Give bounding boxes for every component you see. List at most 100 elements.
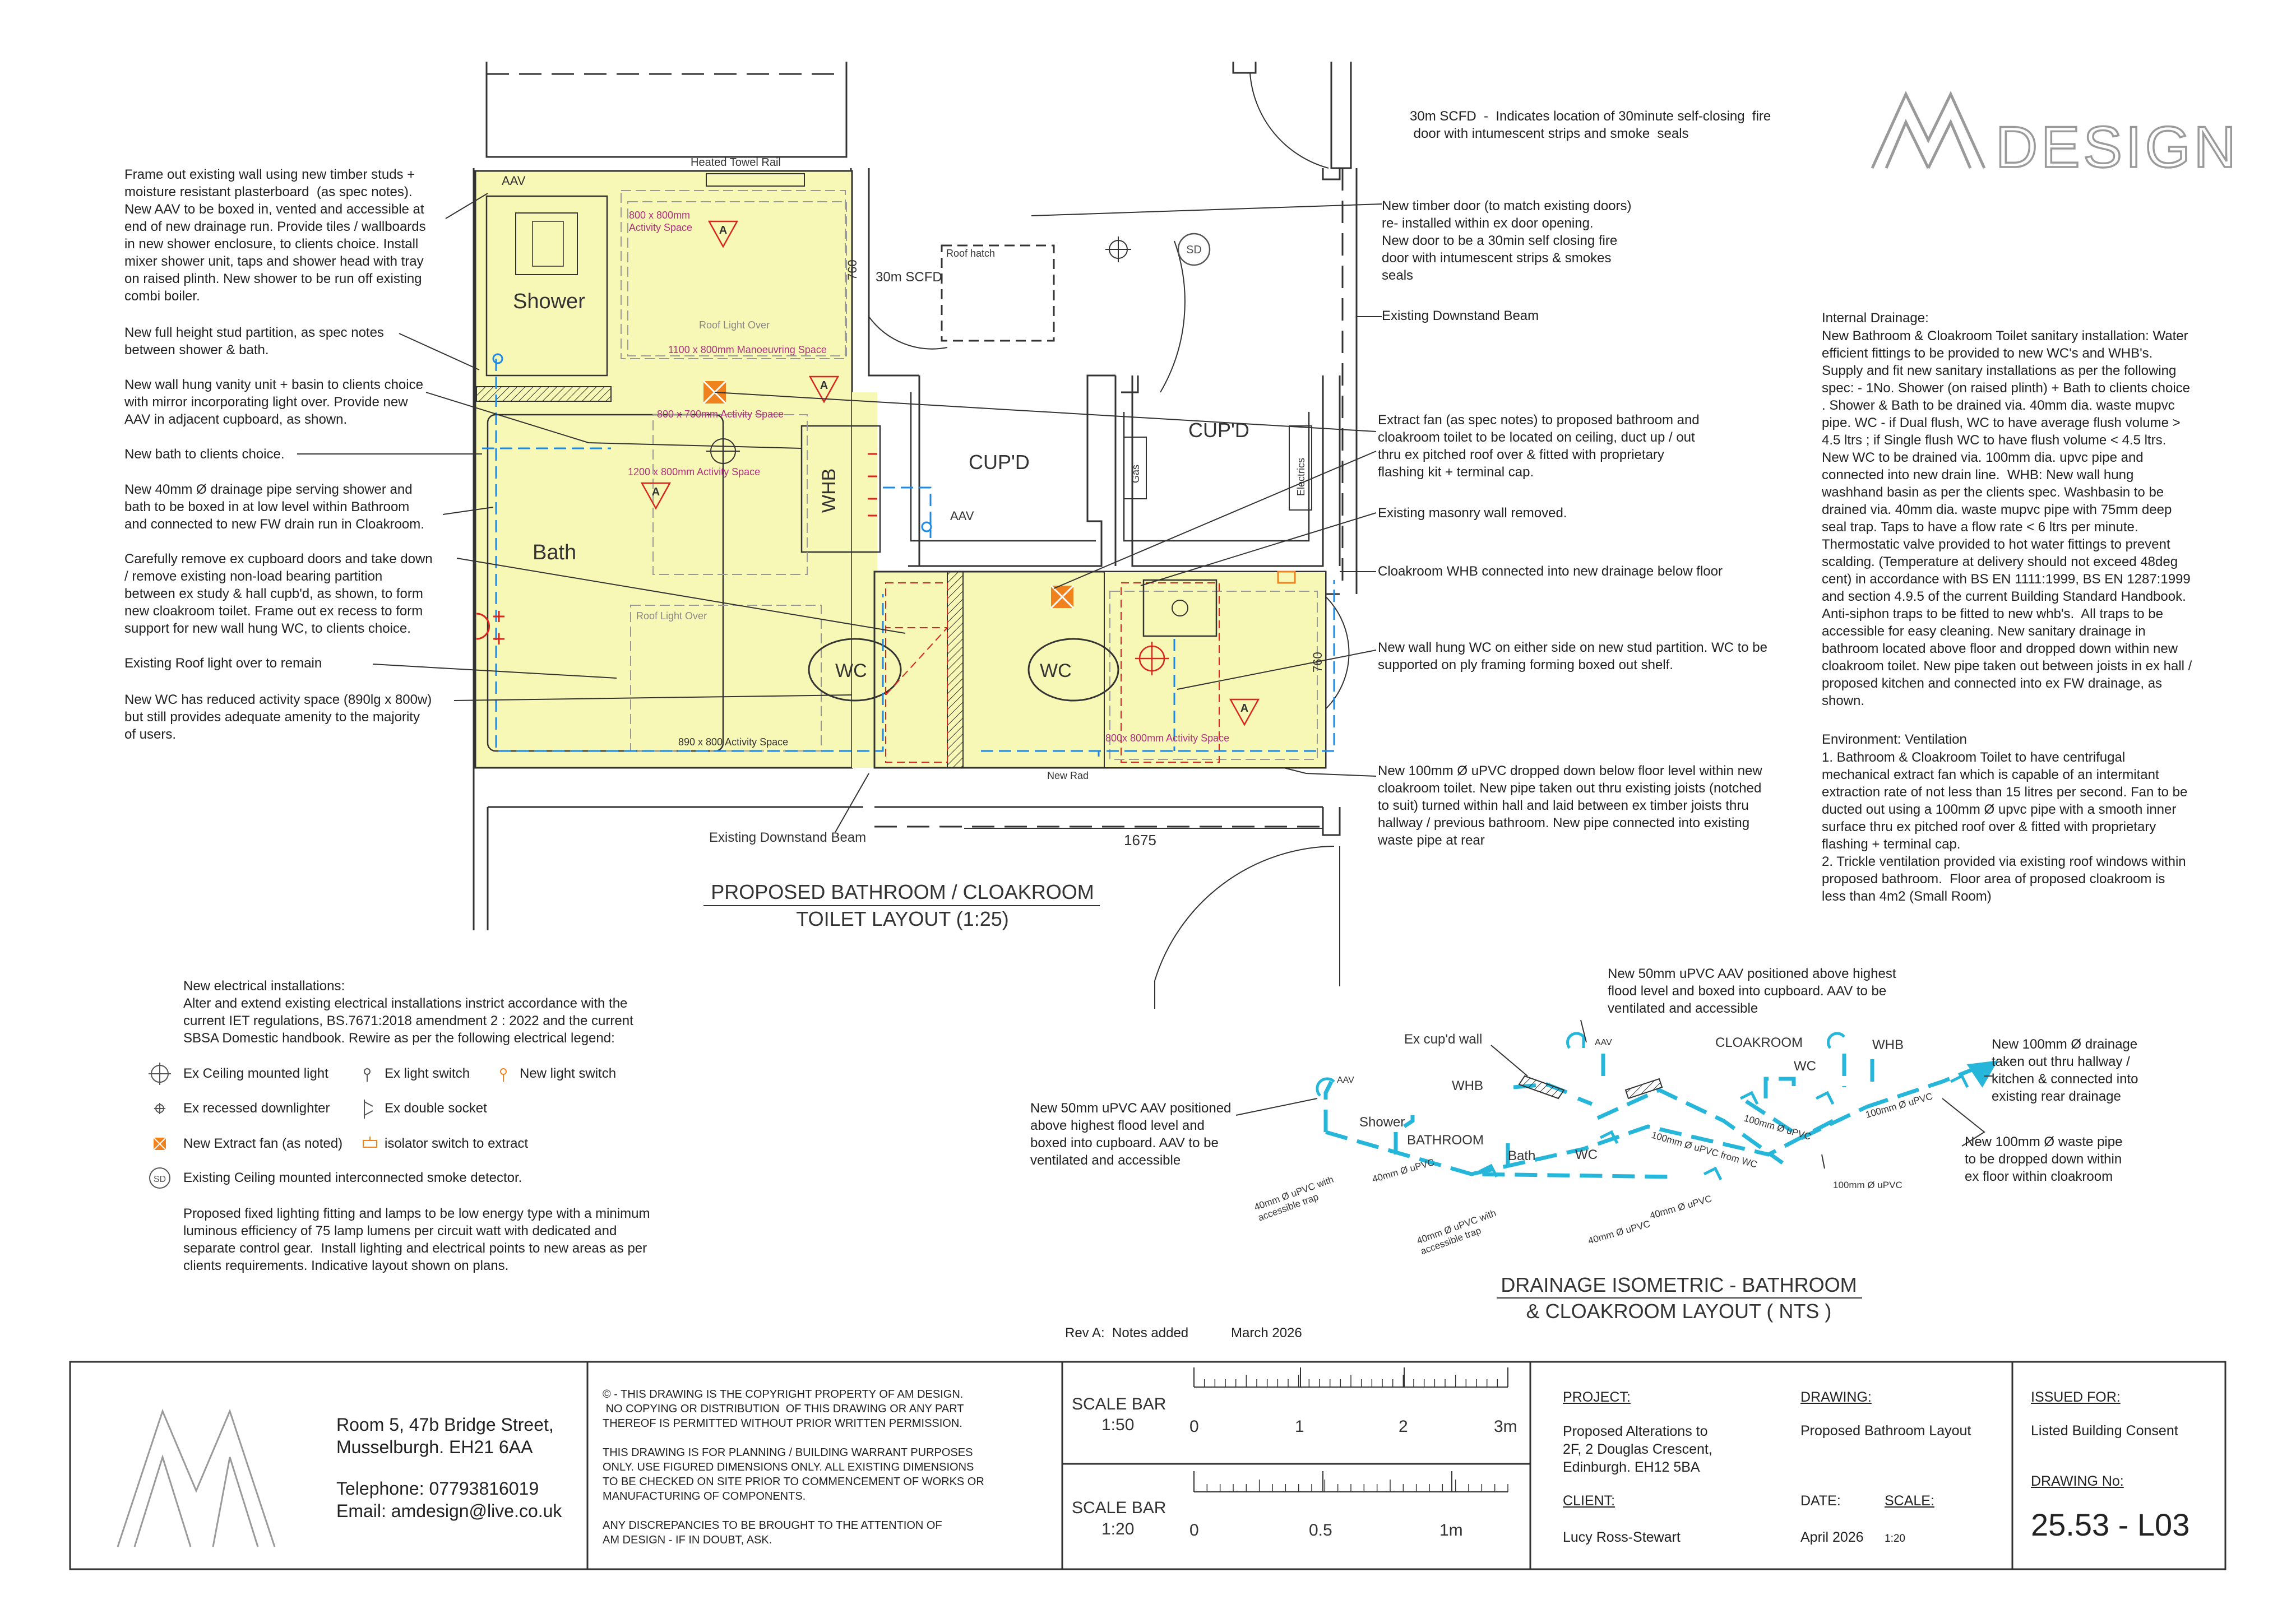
date-value: April 2026: [1800, 1529, 1864, 1545]
extract-fan-icon: [1050, 585, 1075, 609]
note-100mm-upvc: New 100mm Ø uPVC dropped down below floo…: [1378, 763, 1762, 848]
logo-word: DESIGN: [1996, 115, 2239, 180]
scale-tick: 2: [1399, 1417, 1408, 1436]
iso-subtitle: & CLOAKROOM LAYOUT ( NTS ): [1526, 1300, 1832, 1323]
isolator-switch-icon: [363, 1137, 377, 1148]
legend-label: Ex Ceiling mounted light: [183, 1066, 328, 1081]
wc-label: WC: [1040, 660, 1072, 681]
iso-wc: WC: [1575, 1147, 1598, 1162]
copyright-notice: © - THIS DRAWING IS THE COPYRIGHT PROPER…: [603, 1388, 984, 1546]
company-email: Email: amdesign@live.co.uk: [336, 1501, 562, 1521]
legend-label: isolator switch to extract: [385, 1136, 529, 1151]
scale-ratio-20: 1:20: [1101, 1520, 1134, 1538]
scale-tick: 1: [1295, 1417, 1304, 1436]
roof-hatch-label: Roof hatch: [946, 248, 995, 259]
roof-light-label: Roof Light Over: [699, 319, 770, 331]
project-value: Proposed Alterations to 2F, 2 Douglas Cr…: [1563, 1423, 1712, 1475]
dim-1675: 1675: [1124, 832, 1156, 848]
spec-vent-body: 1. Bathroom & Cloakroom Toilet to have c…: [1822, 750, 2188, 904]
ceiling-light-icon: [149, 1063, 171, 1085]
activity-label: 800 x 700mm Activity Space: [657, 409, 784, 420]
company-address: Room 5, 47b Bridge Street, Musselburgh. …: [336, 1415, 554, 1457]
client-value: Lucy Ross-Stewart: [1563, 1529, 1681, 1545]
iso-pipe-label: 40mm Ø uPVC: [1371, 1157, 1436, 1185]
downstand-label: Existing Downstand Beam: [709, 830, 866, 845]
iso-bathroom: BATHROOM: [1407, 1133, 1484, 1148]
activity-label: 890 x 800 Activity Space: [678, 736, 788, 748]
ceiling-light-icon: [1105, 237, 1131, 262]
manoeuvring-label: 1100 x 800mm Manoeuvring Space: [668, 344, 827, 355]
room-label-bath: Bath: [533, 541, 576, 564]
iso-note-drainage-out: New 100mm Ø drainage taken out thru hall…: [1992, 1037, 2138, 1104]
new-light-switch-icon: [500, 1068, 507, 1082]
iso-pipe-label: 40mm Ø uPVC withaccessible trap: [1415, 1208, 1502, 1257]
iso-fittings: [1316, 1032, 1998, 1181]
smoke-detector-icon: [1177, 233, 1211, 266]
whb-label: WHB: [818, 469, 840, 513]
note-downstand-beam: Existing Downstand Beam: [1382, 308, 1539, 323]
aav-label: AAV: [502, 174, 526, 188]
issued-for-value: Listed Building Consent: [2031, 1423, 2178, 1439]
activity-label: 1200 x 800mm Activity Space: [628, 466, 760, 477]
revision-note: Rev A: Notes added: [1065, 1325, 1189, 1341]
note-masonry-wall: Existing masonry wall removed.: [1378, 506, 1567, 521]
note-new-bath: New bath to clients choice.: [124, 447, 285, 462]
light-switch-icon: [364, 1068, 371, 1082]
scfd-label: 30m SCFD: [876, 270, 942, 285]
plan-title: PROPOSED BATHROOM / CLOAKROOM: [711, 880, 1094, 903]
note-extract-fan: Extract fan (as spec notes) to proposed …: [1378, 412, 1700, 480]
revision-date: March 2026: [1231, 1325, 1302, 1341]
sd-legend: SD: [154, 1175, 166, 1184]
electrical-outro: Proposed fixed lighting fitting and lamp…: [183, 1206, 650, 1273]
plan-subtitle: TOILET LAYOUT (1:25): [796, 907, 1008, 930]
bathroom-room: A A A A: [474, 170, 1335, 769]
note-cloakroom-whb: Cloakroom WHB connected into new drainag…: [1378, 564, 1723, 579]
gas-label: Gas: [1130, 465, 1141, 483]
am-design-logo: [1871, 91, 1986, 169]
iso-wc: WC: [1794, 1059, 1816, 1074]
drawing-value: Proposed Bathroom Layout: [1800, 1423, 1971, 1439]
scale-bar-label: SCALE BAR: [1072, 1499, 1166, 1517]
drawing-no-label: DRAWING No:: [2031, 1473, 2124, 1489]
legend-label: New light switch: [520, 1066, 617, 1081]
downlighter-icon: [154, 1103, 165, 1114]
isolator-switch-icon: [1277, 571, 1296, 584]
note-frame-out-wall: Frame out existing wall using new timber…: [124, 167, 426, 304]
iso-title: DRAINAGE ISOMETRIC - BATHROOM: [1501, 1273, 1857, 1296]
scale-value: 1:20: [1885, 1533, 1905, 1545]
activity-label: 800x 800mm Activity Space: [1105, 732, 1229, 744]
scale-tick: 0: [1189, 1521, 1199, 1539]
scale-tick: 0: [1189, 1417, 1199, 1436]
bath-taps: [476, 453, 877, 644]
iso-note-waste-drop: New 100mm Ø waste pipe to be dropped dow…: [1965, 1134, 2123, 1184]
scale-tick: 0.5: [1309, 1521, 1332, 1539]
iso-pipe-label: 100mm Ø uPVC: [1743, 1113, 1812, 1142]
smoke-detector-icon: [149, 1167, 170, 1189]
note-remove-cupboard: Carefully remove ex cupboard doors and t…: [124, 551, 433, 636]
spec-vent-title: Environment: Ventilation: [1822, 732, 1967, 747]
note-vanity-unit: New wall hung vanity unit + basin to cli…: [124, 377, 423, 427]
legend-label: Ex light switch: [385, 1066, 470, 1081]
extract-fan-icon: [153, 1137, 166, 1151]
room-label-shower: Shower: [513, 290, 585, 313]
drawing-label: DRAWING:: [1800, 1389, 1872, 1405]
scale-minor-ticks: [1193, 1375, 1508, 1492]
new-rad-label: New Rad: [1047, 770, 1089, 781]
issued-for-label: ISSUED FOR:: [2031, 1389, 2121, 1405]
iso-bath: Bath: [1508, 1148, 1535, 1163]
iso-whb: WHB: [1452, 1078, 1483, 1093]
note-stud-partition: New full height stud partition, as spec …: [124, 325, 384, 358]
iso-aav: AAV: [1337, 1075, 1354, 1085]
double-socket-icon: [364, 1100, 373, 1119]
note-wall-hung-wc: New wall hung WC on either side on new s…: [1378, 640, 1768, 673]
iso-shower: Shower: [1359, 1115, 1405, 1130]
aav-markers: [492, 353, 932, 532]
iso-hatched-walls: [1518, 1075, 1663, 1100]
activity-a: A: [1240, 702, 1248, 715]
ceiling-light-icon: [1135, 642, 1169, 675]
scale-tick: 1m: [1439, 1521, 1463, 1539]
iso-leaders: [1235, 1019, 1993, 1169]
scale-ratio-50: 1:50: [1101, 1416, 1134, 1434]
